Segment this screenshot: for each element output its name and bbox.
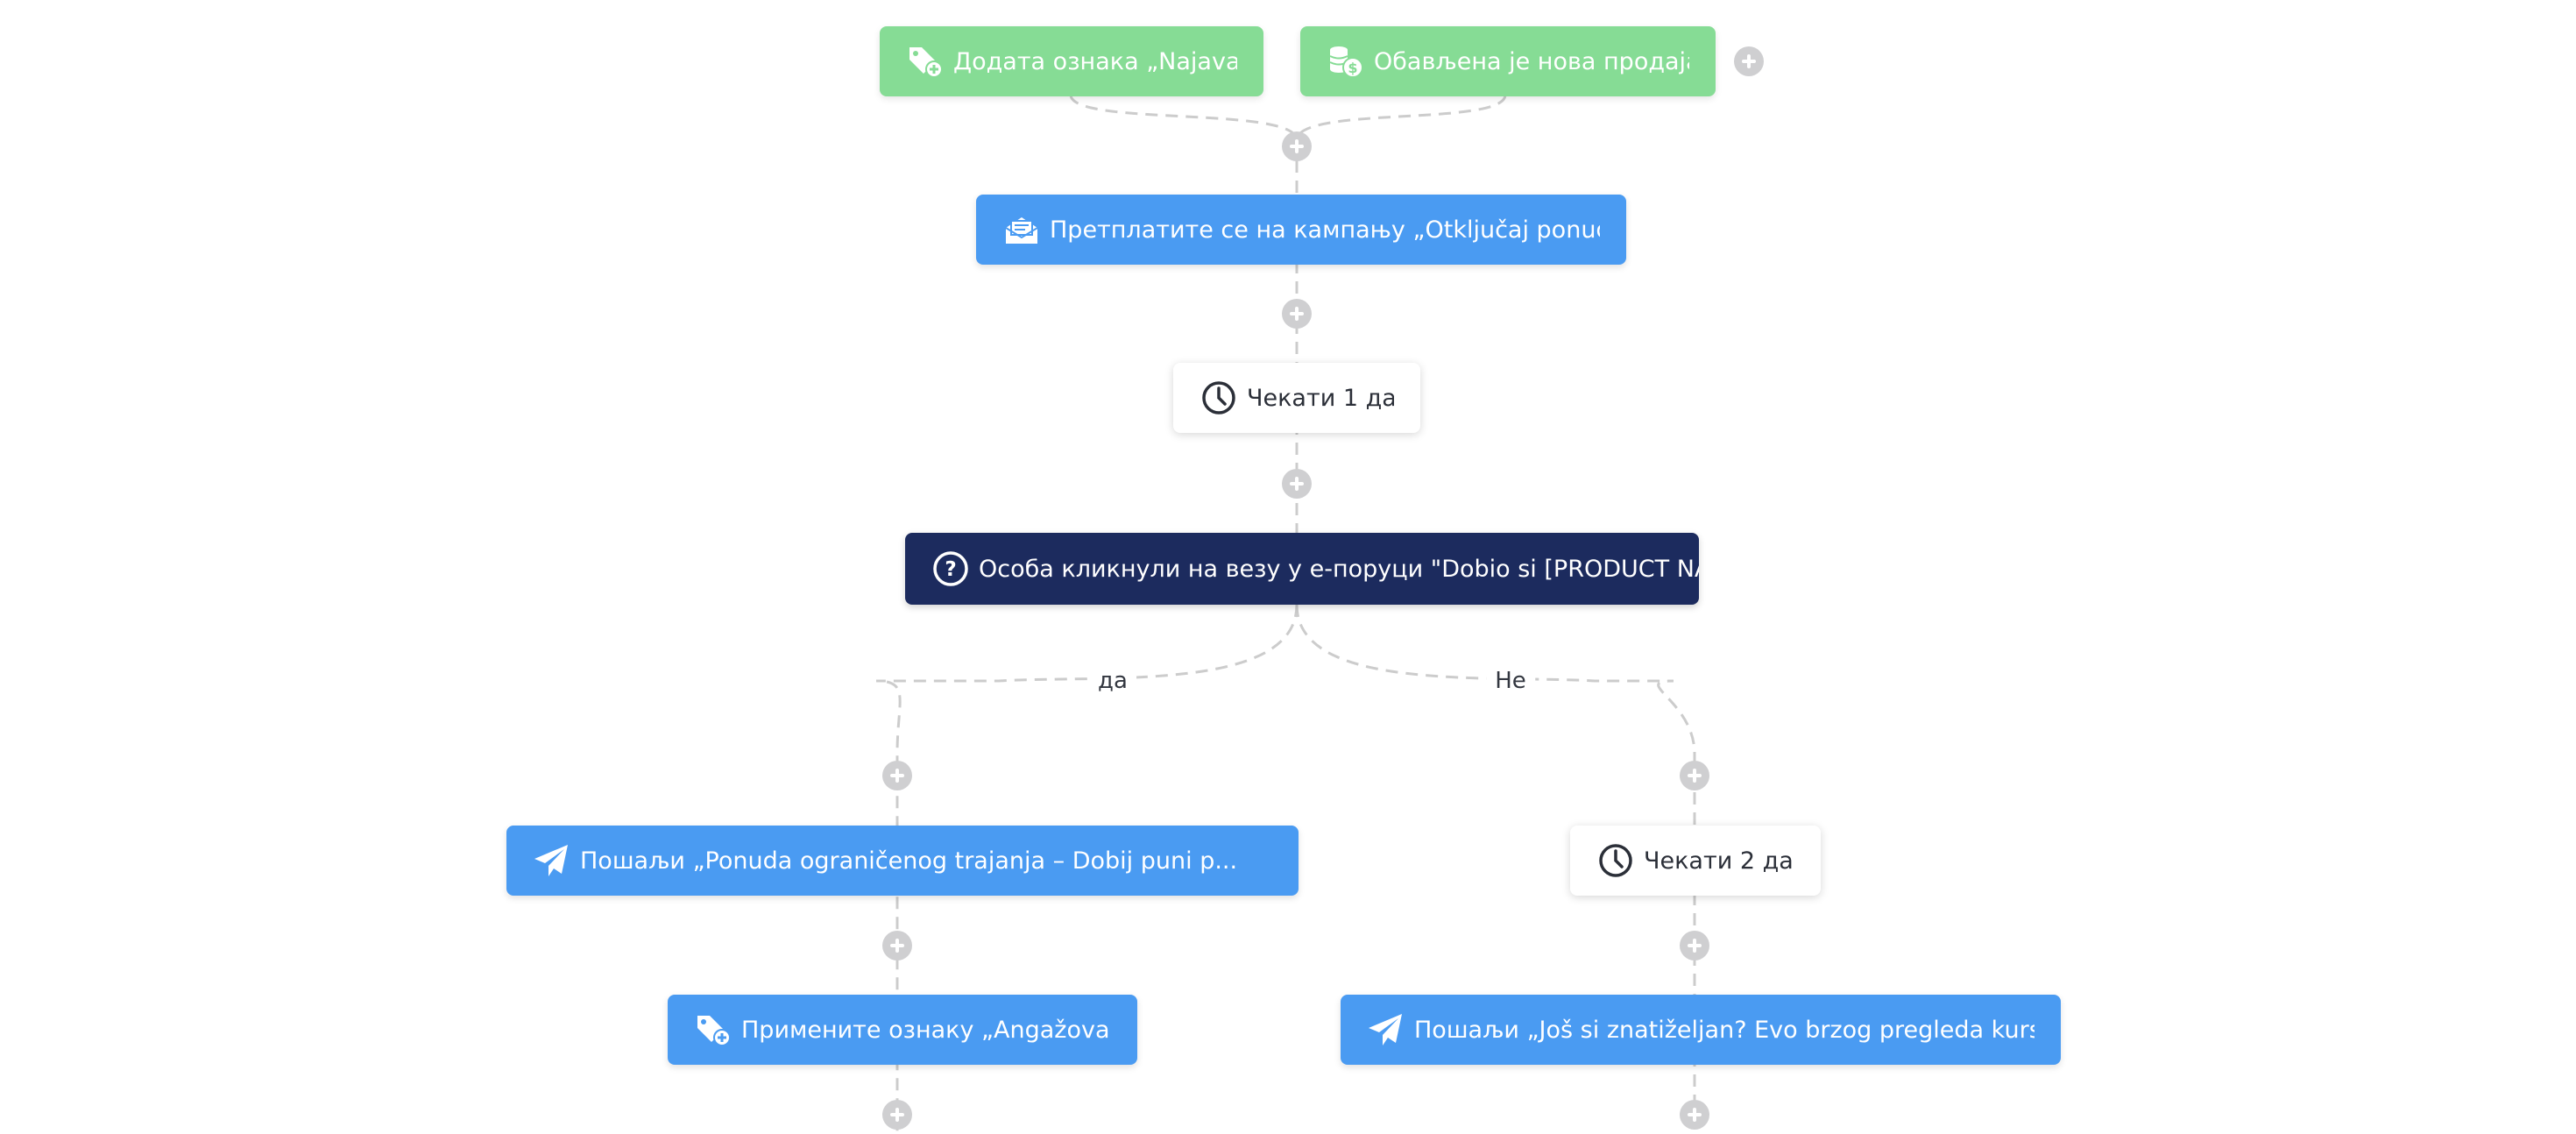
connector-condition-no — [1295, 604, 1696, 1134]
connector-trigger-2 — [1295, 94, 1507, 141]
step-label: Претплатите се на кампању „Otključaj pon… — [1050, 216, 1600, 244]
paper-plane-icon — [1367, 1010, 1405, 1049]
step-label: Пошаљи „Ponuda ograničenog trajanja – Do… — [580, 847, 1238, 875]
step-send-email-course-preview[interactable]: Пошаљи „Još si znatiželjan? Evo brzog pr… — [1341, 995, 2061, 1065]
add-step-button[interactable] — [1282, 131, 1312, 161]
step-send-email-limited-offer[interactable]: Пошаљи „Ponuda ograničenog trajanja – Do… — [506, 826, 1299, 896]
add-step-button[interactable] — [1680, 931, 1709, 960]
add-trigger-button[interactable] — [1734, 46, 1764, 76]
coins-dollar-icon: $ — [1327, 42, 1365, 81]
trigger-tag-added[interactable]: Додата ознака „Najava“ — [880, 26, 1263, 96]
svg-text:$: $ — [1348, 60, 1357, 76]
connector-condition-yes — [875, 604, 1299, 1134]
step-label: Чекати 2 дан — [1644, 847, 1794, 875]
trigger-label: Додата ознака „Najava“ — [953, 47, 1237, 75]
add-step-button[interactable] — [1282, 469, 1312, 499]
add-step-button[interactable] — [1680, 761, 1709, 790]
paper-plane-icon — [533, 841, 571, 880]
step-wait-1-day[interactable]: Чекати 1 дан — [1173, 363, 1420, 433]
tag-plus-icon — [906, 42, 945, 81]
add-step-button[interactable] — [882, 931, 912, 960]
tag-plus-icon — [694, 1010, 732, 1049]
clock-icon — [1596, 841, 1635, 880]
branch-label-no: Не — [1486, 668, 1535, 694]
question-circle-icon: ? — [931, 549, 970, 588]
connector-trigger-1 — [1069, 94, 1299, 141]
add-step-button[interactable] — [882, 1100, 912, 1130]
trigger-label: Обављена је нова продаја — [1374, 47, 1689, 75]
condition-label: Особа кликнули на везу у е-поруци "Dobio… — [979, 555, 1699, 583]
svg-text:?: ? — [945, 558, 956, 581]
step-condition-link-clicked[interactable]: ? Особа кликнули на везу у е-поруци "Dob… — [905, 533, 1699, 605]
step-subscribe-campaign[interactable]: Претплатите се на кампању „Otključaj pon… — [976, 195, 1626, 265]
add-step-button[interactable] — [1282, 299, 1312, 329]
envelope-open-icon — [1002, 210, 1041, 249]
step-label: Чекати 1 дан — [1247, 384, 1394, 412]
add-step-button[interactable] — [882, 761, 912, 790]
branch-label-yes: да — [1089, 668, 1136, 694]
step-apply-tag-engaged[interactable]: Примените ознаку „Angažovan“ — [668, 995, 1137, 1065]
step-label: Пошаљи „Još si znatiželjan? Evo brzog pr… — [1414, 1016, 2035, 1044]
step-label: Примените ознаку „Angažovan“ — [741, 1016, 1111, 1044]
trigger-new-sale[interactable]: $ Обављена је нова продаја — [1300, 26, 1716, 96]
clock-icon — [1200, 379, 1238, 417]
add-step-button[interactable] — [1680, 1100, 1709, 1130]
step-wait-2-days[interactable]: Чекати 2 дан — [1570, 826, 1821, 896]
